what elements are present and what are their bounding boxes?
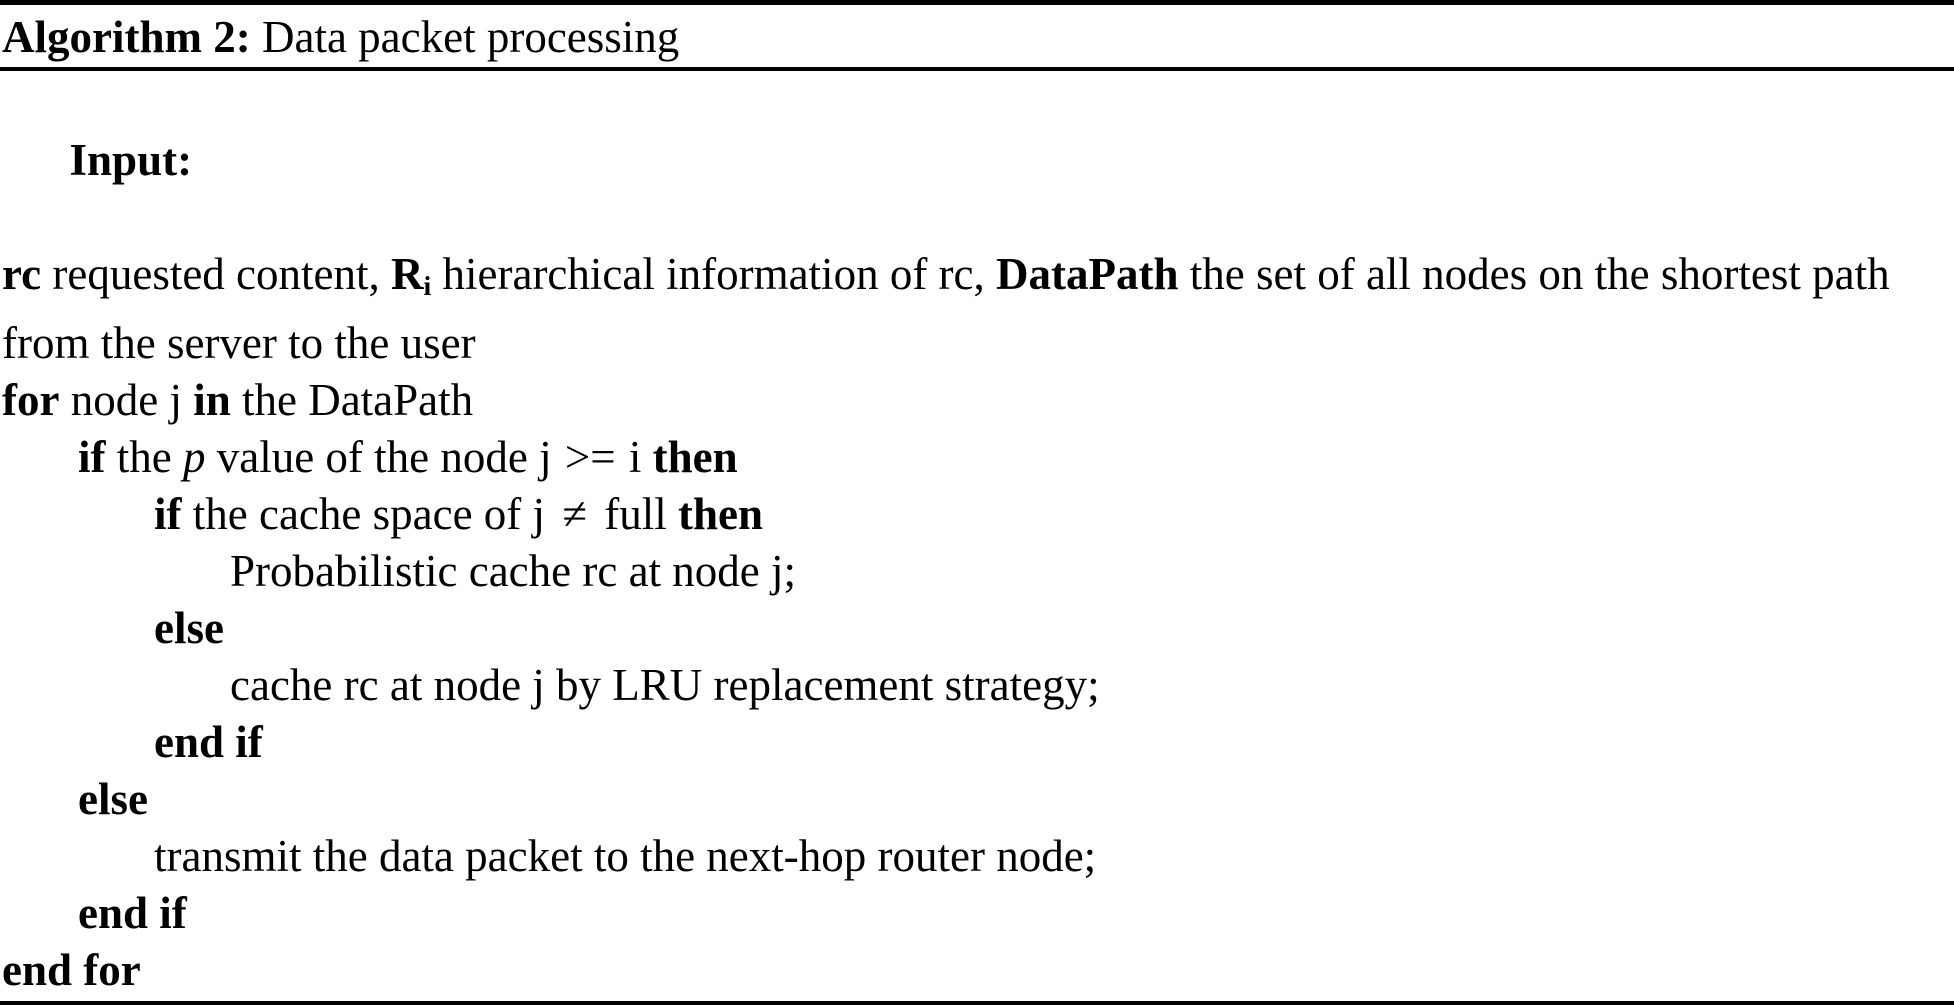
input-heading-label: Input: <box>69 135 193 185</box>
if-cache-text-2: full <box>593 489 678 540</box>
keyword-if-outer: if <box>78 432 106 483</box>
algorithm-title: Data packet processing <box>261 12 680 62</box>
keyword-if-inner: if <box>154 489 182 540</box>
keyword-end-if-inner: end if <box>154 717 263 768</box>
keyword-then-outer: then <box>652 432 738 483</box>
keyword-then-inner: then <box>678 489 764 540</box>
statement-lru-cache: cache rc at node j by LRU replacement st… <box>230 660 1100 711</box>
input-var-datapath: DataPath <box>996 249 1179 299</box>
statement-transmit-packet: transmit the data packet to the next-hop… <box>154 831 1097 882</box>
algorithm-bottom-rule <box>0 1001 1954 1005</box>
operator-not-equal: ≠ <box>562 489 587 540</box>
if-p-text-1: the <box>105 432 183 483</box>
for-text-1: node j <box>59 375 194 426</box>
statement-probabilistic-cache: Probabilistic cache rc at node j; <box>230 546 797 597</box>
code-line-end-if-inner: end if <box>2 714 1954 771</box>
code-line-if-p-value: if the p value of the node j >= i then <box>2 429 1954 486</box>
variable-p-italic: p <box>182 432 206 483</box>
algorithm-label: Algorithm 2: <box>2 12 251 62</box>
code-line-else-inner: else <box>2 600 1954 657</box>
code-line-transmit: transmit the data packet to the next-hop… <box>2 828 1954 885</box>
input-text-1: requested content, <box>41 249 392 299</box>
code-line-end-if-outer: end if <box>2 885 1954 942</box>
keyword-in: in <box>193 375 231 426</box>
algorithm-caption: Algorithm 2: Data packet processing <box>0 5 1954 67</box>
keyword-end-if-outer: end if <box>78 888 187 939</box>
input-text-2: hierarchical information of rc, <box>431 249 997 299</box>
code-line-probabilistic-cache: Probabilistic cache rc at node j; <box>2 543 1954 600</box>
algorithm-top-rule <box>0 0 1954 5</box>
code-line-else-outer: else <box>2 771 1954 828</box>
input-heading-line: Input: <box>2 75 1954 246</box>
code-line-lru-cache: cache rc at node j by LRU replacement st… <box>2 657 1954 714</box>
if-p-text-2: value of the node j <box>205 432 563 483</box>
input-description-line: rc requested content, Ri hierarchical in… <box>2 246 1954 372</box>
keyword-else-inner: else <box>154 603 224 654</box>
code-line-for: for node j in the DataPath <box>2 372 1954 429</box>
code-line-end-for: end for <box>2 942 1954 999</box>
input-var-rc: rc <box>2 249 42 299</box>
for-text-2: the DataPath <box>230 375 474 426</box>
operator-greater-equal: >= <box>564 432 616 483</box>
algorithm-caption-rule <box>0 67 1954 71</box>
keyword-for: for <box>2 375 60 426</box>
algorithm-body: Input: rc requested content, Ri hierarch… <box>0 71 1954 1001</box>
if-p-text-3: i <box>617 432 653 483</box>
code-line-if-cache-space: if the cache space of j ≠ full then <box>2 486 1954 543</box>
input-var-R-subscript: i <box>423 271 432 303</box>
keyword-else-outer: else <box>78 774 148 825</box>
if-cache-text-1: the cache space of j <box>181 489 557 540</box>
input-text-3: the set of all nodes on the shortest pat… <box>2 249 1890 369</box>
input-var-R: R <box>391 249 424 299</box>
keyword-end-for: end for <box>2 945 141 996</box>
